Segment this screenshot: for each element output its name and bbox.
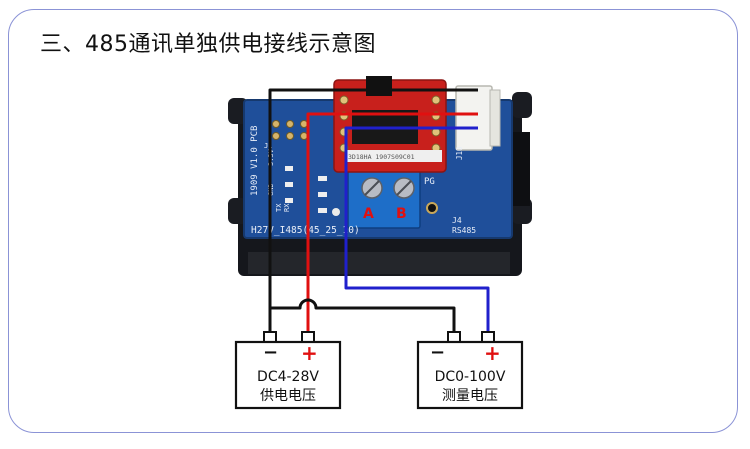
board-j10-label: J10 (455, 146, 464, 160)
led-icon (332, 208, 340, 216)
board-pg-label: PG (424, 177, 435, 187)
box1-plus-sign: + (301, 341, 318, 365)
page-title: 三、485通讯单独供电接线示意图 (40, 32, 376, 57)
board-j1-label: J1 (264, 142, 272, 150)
board-rs485-label: RS485 (452, 226, 476, 235)
clip-right-top (512, 92, 532, 118)
pg-pin (426, 202, 438, 214)
module-chip-text: 3D18HA 1907S09C01 (348, 153, 415, 161)
box2-plus-sign: + (484, 341, 501, 365)
power-supply-box: − + DC4-28V 供电电压 (234, 331, 342, 410)
box1-minus-terminal (263, 331, 277, 343)
board-rx-label: RX (283, 203, 291, 212)
board-model-label: H27V_I485(45_25_10) (251, 225, 360, 236)
box2-body (416, 340, 524, 410)
box2-minus-sign: − (430, 342, 445, 363)
wire-black-ground (268, 88, 478, 334)
white-connector (455, 85, 493, 151)
board-tx-label: TX (275, 203, 283, 212)
measure-voltage-box: − + DC0-100V 测量电压 (416, 331, 524, 410)
meter-device (228, 76, 532, 276)
smd-parts (285, 166, 327, 213)
module-chip-top (366, 76, 392, 96)
box1-voltage-range: DC4-28V (257, 369, 319, 385)
board-j4-label: J4 (452, 216, 462, 225)
terminal-a-label: A (363, 206, 374, 222)
box2-voltage-range: DC0-100V (435, 369, 506, 385)
module-label-sticker (346, 150, 442, 162)
device-case-bottom (248, 252, 510, 274)
box1-minus-sign: − (263, 342, 278, 363)
box2-minus-terminal (447, 331, 461, 343)
box1-description: 供电电压 (260, 388, 316, 404)
wire-red-power (306, 112, 478, 334)
header-pins (272, 120, 308, 140)
box2-description: 测量电压 (442, 388, 498, 404)
board-version-label: 1909 V1.0 PCB (250, 126, 260, 196)
box1-body (234, 340, 342, 410)
wire-black-measure-ground (270, 298, 456, 334)
terminal-b-label: B (396, 206, 407, 222)
wires (268, 88, 490, 334)
wire-blue-measure (344, 126, 490, 334)
